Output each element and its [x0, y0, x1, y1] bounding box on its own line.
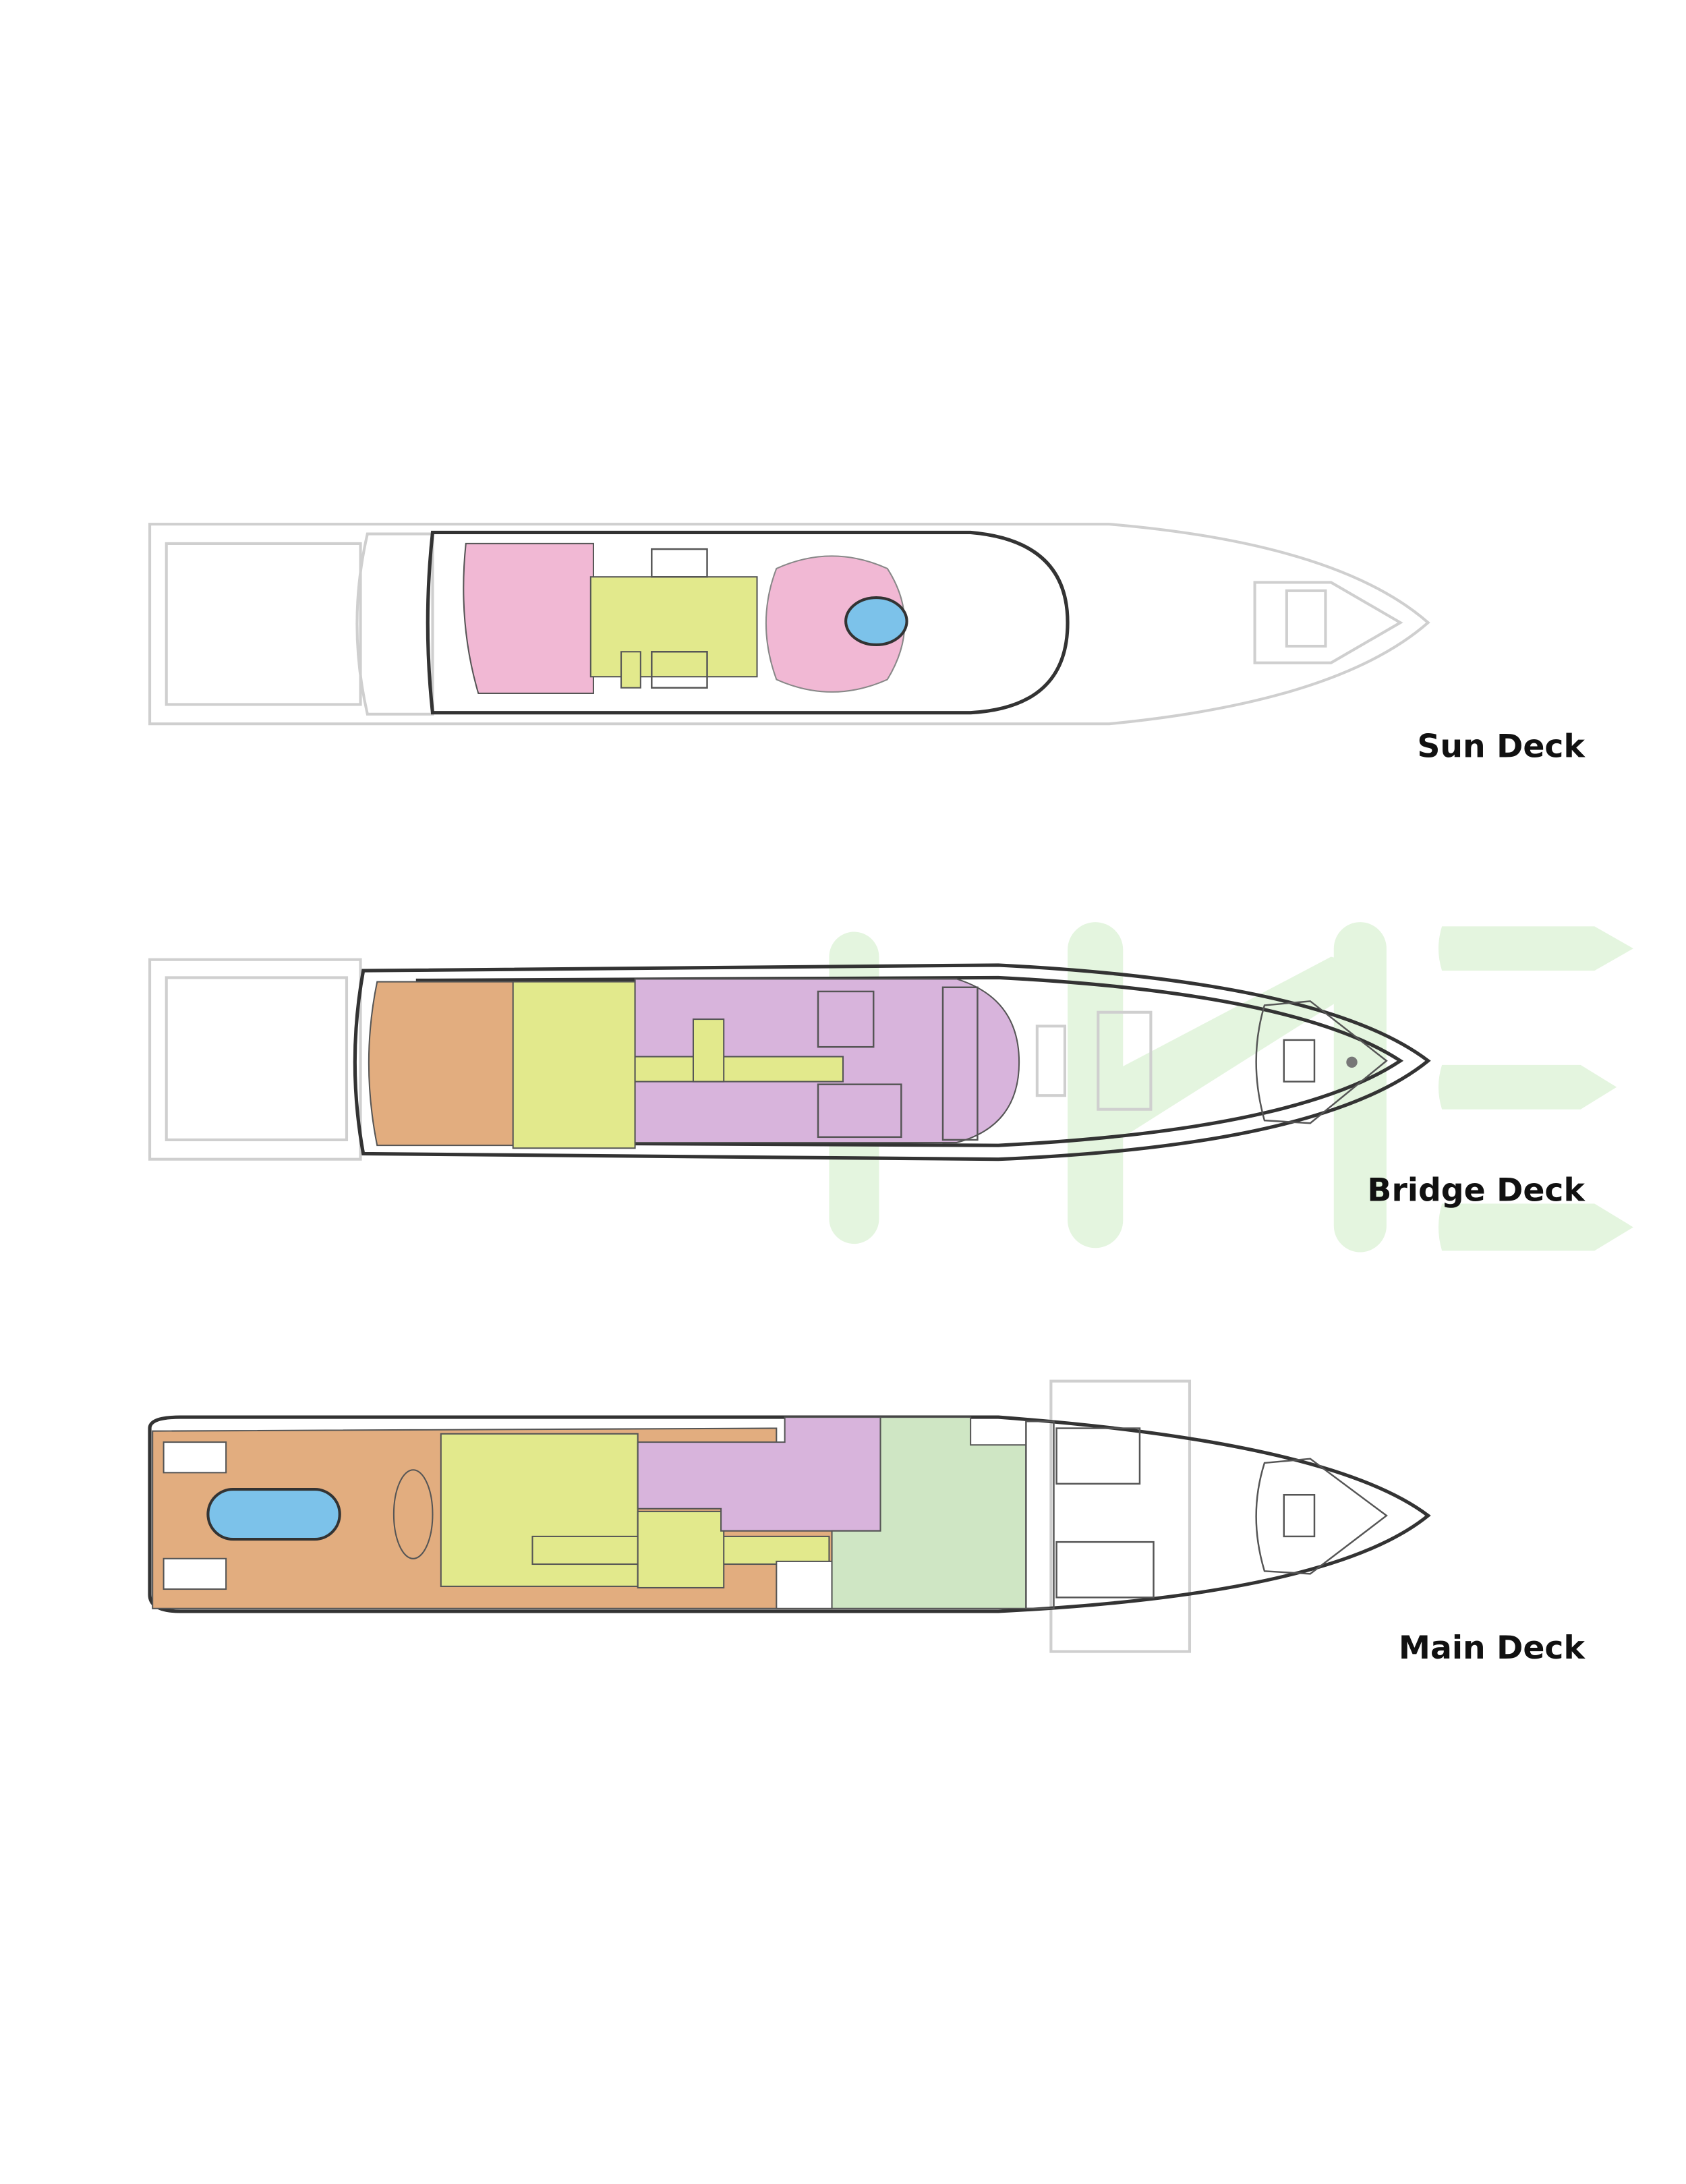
bridge-deck-plan	[148, 958, 1431, 1161]
sun-deck-label: Sun Deck	[1417, 728, 1586, 766]
sun-deck-jacuzzi	[844, 596, 908, 647]
main-deck-label: Main Deck	[1399, 1630, 1586, 1667]
main-deck-plan	[148, 1379, 1431, 1653]
main-deck-pool	[206, 1487, 341, 1541]
sun-deck-plan	[148, 523, 1430, 726]
bridge-deck-label: Bridge Deck	[1367, 1172, 1586, 1209]
